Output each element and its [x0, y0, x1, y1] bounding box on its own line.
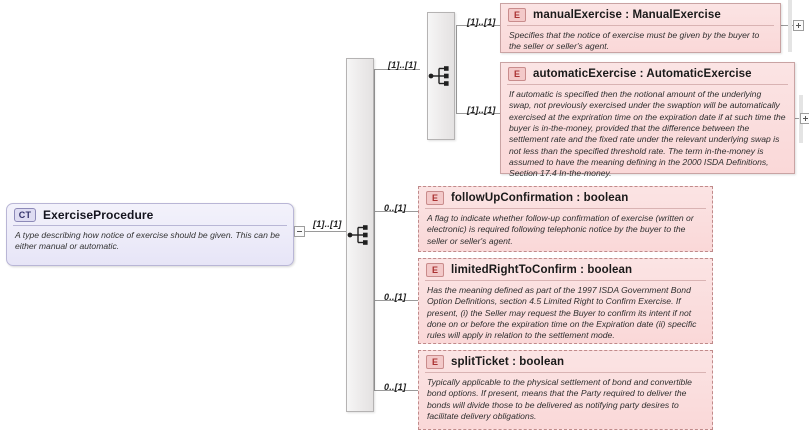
- element-header: E followUpConfirmation : boolean: [419, 187, 712, 208]
- collapse-toggle-exerciseprocedure[interactable]: [294, 226, 305, 237]
- element-node-manualexercise[interactable]: E manualExercise : ManualExercise Specif…: [500, 3, 781, 53]
- connector-automatic-to-expand: [791, 118, 801, 119]
- connector-choice-to-limited: [374, 300, 418, 301]
- element-description: A flag to indicate whether follow-up con…: [427, 213, 694, 246]
- element-title: automaticExercise : AutomaticExercise: [533, 68, 752, 80]
- complextype-node-exerciseprocedure[interactable]: CT ExerciseProcedure A type describing h…: [6, 203, 294, 266]
- cardinality-followupconfirmation: 0..[1]: [384, 203, 407, 213]
- complextype-badge-icon: CT: [14, 208, 36, 222]
- element-badge-icon: E: [508, 67, 526, 81]
- element-divider: [507, 25, 774, 26]
- connector-manual-to-expand: [781, 25, 793, 26]
- cardinality-manualexercise: [1]..[1]: [467, 17, 496, 27]
- connector-topchoice-vertical-automatic: [456, 70, 457, 113]
- connector-choice-to-split: [374, 390, 418, 391]
- cardinality-root-connector: [1]..[1]: [313, 219, 342, 229]
- element-description: Has the meaning defined as part of the 1…: [427, 285, 697, 341]
- element-node-followupconfirmation[interactable]: E followUpConfirmation : boolean A flag …: [418, 186, 713, 252]
- connector-choice-to-followup: [374, 211, 418, 212]
- element-header: E automaticExercise : AutomaticExercise: [501, 63, 794, 84]
- element-badge-icon: E: [426, 191, 444, 205]
- compositor-choice-top[interactable]: [427, 12, 455, 140]
- element-description: If automatic is specified then the notio…: [509, 89, 786, 179]
- connector-choice-vertical-top: [374, 69, 375, 232]
- connector-choice-vertical-split: [374, 231, 375, 390]
- compositor-choice-main[interactable]: [346, 58, 374, 412]
- cardinality-splitticket: 0..[1]: [384, 382, 407, 392]
- element-divider: [425, 280, 706, 281]
- element-header: E manualExercise : ManualExercise: [501, 4, 780, 25]
- element-node-limitedrighttoconfirm[interactable]: E limitedRightToConfirm : boolean Has th…: [418, 258, 713, 344]
- expand-toggle-manualexercise[interactable]: [793, 20, 804, 31]
- connector-topchoice-to-automatic: [456, 113, 500, 114]
- element-badge-icon: E: [508, 8, 526, 22]
- connector-choice-vertical-followup: [374, 211, 375, 232]
- element-badge-icon: E: [426, 263, 444, 277]
- complextype-description: A type describing how notice of exercise…: [15, 230, 280, 252]
- cardinality-limitedrighttoconfirm: 0..[1]: [384, 292, 407, 302]
- element-title: splitTicket : boolean: [451, 356, 565, 368]
- element-description: Typically applicable to the physical set…: [427, 377, 692, 422]
- element-title: limitedRightToConfirm : boolean: [451, 264, 633, 276]
- choice-icon: [428, 66, 449, 86]
- element-header: E limitedRightToConfirm : boolean: [419, 259, 712, 280]
- element-header: E splitTicket : boolean: [419, 351, 712, 372]
- element-divider: [507, 84, 788, 85]
- expand-toggle-automaticexercise[interactable]: [800, 113, 809, 124]
- element-title: followUpConfirmation : boolean: [451, 192, 629, 204]
- complextype-divider: [13, 225, 287, 226]
- connector-choice-to-topchoice: [374, 69, 420, 70]
- cardinality-topchoice: [1]..[1]: [388, 60, 417, 70]
- element-divider: [425, 208, 706, 209]
- complextype-title: ExerciseProcedure: [43, 208, 154, 222]
- element-divider: [425, 372, 706, 373]
- complextype-header: CT ExerciseProcedure: [7, 204, 293, 225]
- element-node-splitticket[interactable]: E splitTicket : boolean Typically applic…: [418, 350, 713, 430]
- connector-topchoice-vertical-manual: [456, 25, 457, 70]
- element-badge-icon: E: [426, 355, 444, 369]
- connector-topchoice-to-manual: [456, 25, 500, 26]
- element-description: Specifies that the notice of exercise mu…: [509, 30, 760, 52]
- cardinality-automaticexercise: [1]..[1]: [467, 105, 496, 115]
- expand-rail-manual: [788, 0, 792, 52]
- connector-root-to-choice: [300, 231, 346, 232]
- choice-icon: [347, 225, 368, 245]
- element-title: manualExercise : ManualExercise: [533, 9, 721, 21]
- element-node-automaticexercise[interactable]: E automaticExercise : AutomaticExercise …: [500, 62, 795, 178]
